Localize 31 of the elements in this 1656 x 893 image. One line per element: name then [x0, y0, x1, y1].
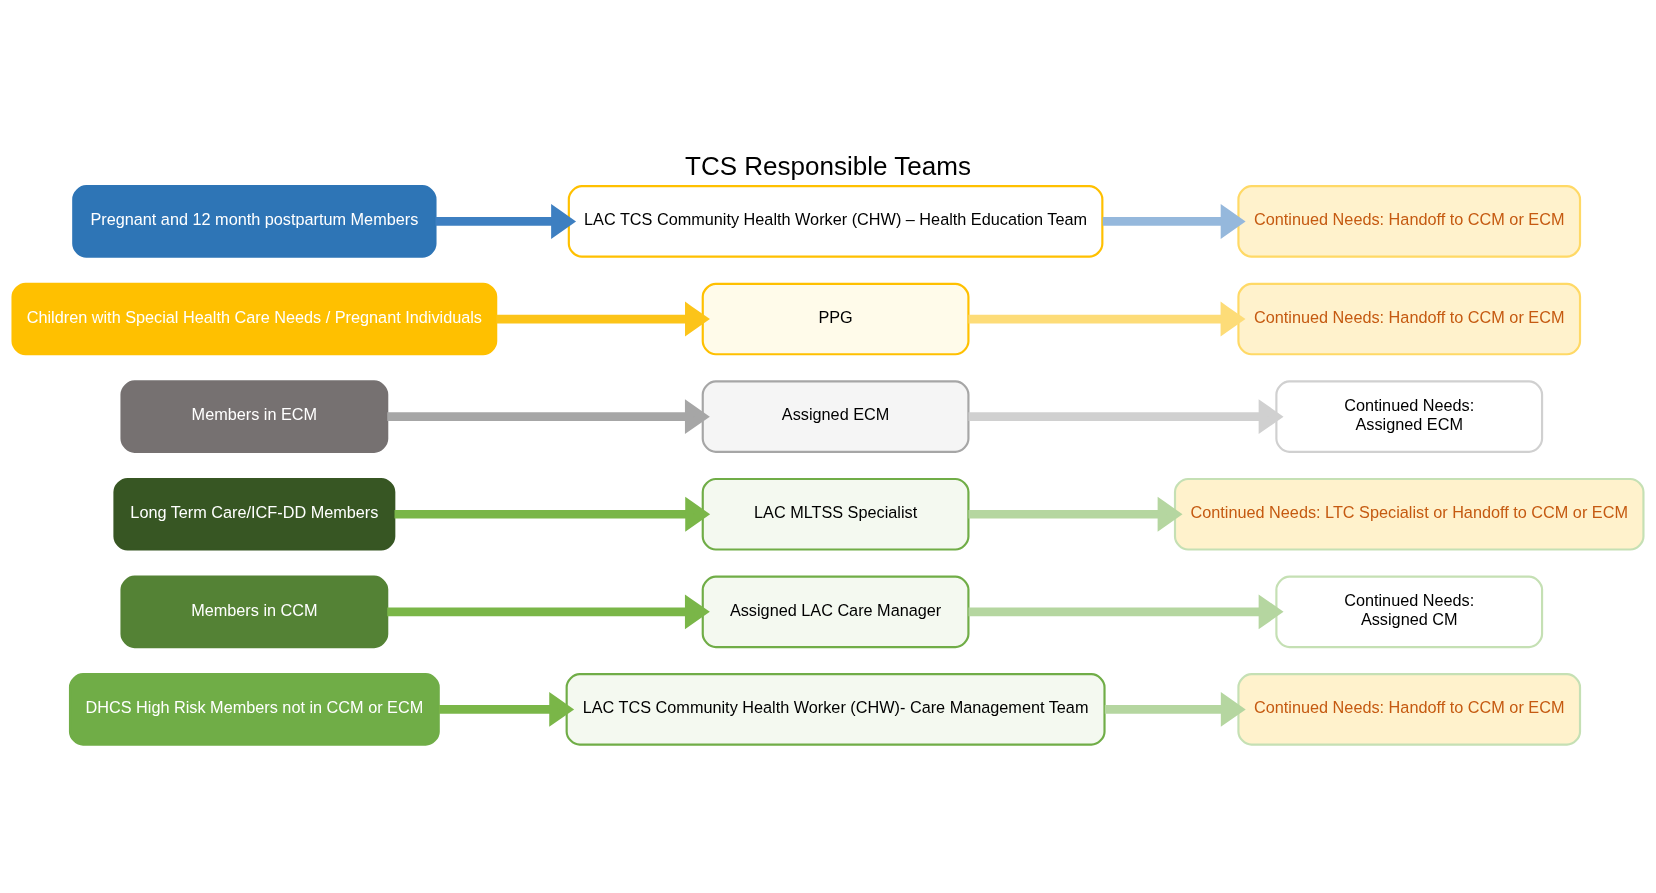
arrow — [968, 301, 1246, 336]
node-box: Continued Needs: Assigned CM — [1275, 575, 1544, 648]
node-box: LAC TCS Community Health Worker (CHW)- Care Management Team — [565, 672, 1106, 746]
arrow — [1104, 691, 1246, 727]
node-box: Assigned LAC Care Manager — [701, 575, 970, 648]
node-box: Children with Special Health Care Needs / Pregnant Individuals — [11, 282, 498, 355]
arrow — [387, 398, 710, 434]
arrow — [968, 496, 1183, 532]
node-box: Long Term Care/ICF-DD Members — [113, 477, 396, 551]
node-box: Continued Needs: Handoff to CCM or ECM — [1237, 282, 1582, 355]
arrow — [968, 593, 1284, 629]
arrow — [435, 203, 577, 239]
node-box: PPG — [701, 282, 970, 355]
node-box: Members in CCM — [120, 575, 389, 648]
arrow — [1102, 203, 1246, 239]
node-box: Pregnant and 12 month postpartum Members — [72, 184, 437, 258]
arrow — [439, 691, 575, 727]
node-box: LAC MLTSS Specialist — [701, 477, 970, 551]
arrow — [496, 301, 710, 336]
arrow — [387, 593, 710, 629]
node-box: Continued Needs: Assigned ECM — [1275, 379, 1544, 453]
node-box: Members in ECM — [120, 379, 389, 453]
node-box: Assigned ECM — [701, 379, 970, 453]
node-box: Continued Needs: Handoff to CCM or ECM — [1237, 672, 1582, 746]
node-box: Continued Needs: Handoff to CCM or ECM — [1237, 184, 1582, 258]
diagram-title: TCS Responsible Teams — [685, 150, 971, 180]
node-box: Continued Needs: LTC Specialist or Handoff to CCM or ECM — [1173, 477, 1645, 551]
arrow — [968, 398, 1284, 434]
arrow — [394, 496, 711, 532]
node-box: DHCS High Risk Members not in CCM or ECM — [68, 672, 440, 746]
node-box: LAC TCS Community Health Worker (CHW) – Health Education Team — [567, 184, 1104, 258]
